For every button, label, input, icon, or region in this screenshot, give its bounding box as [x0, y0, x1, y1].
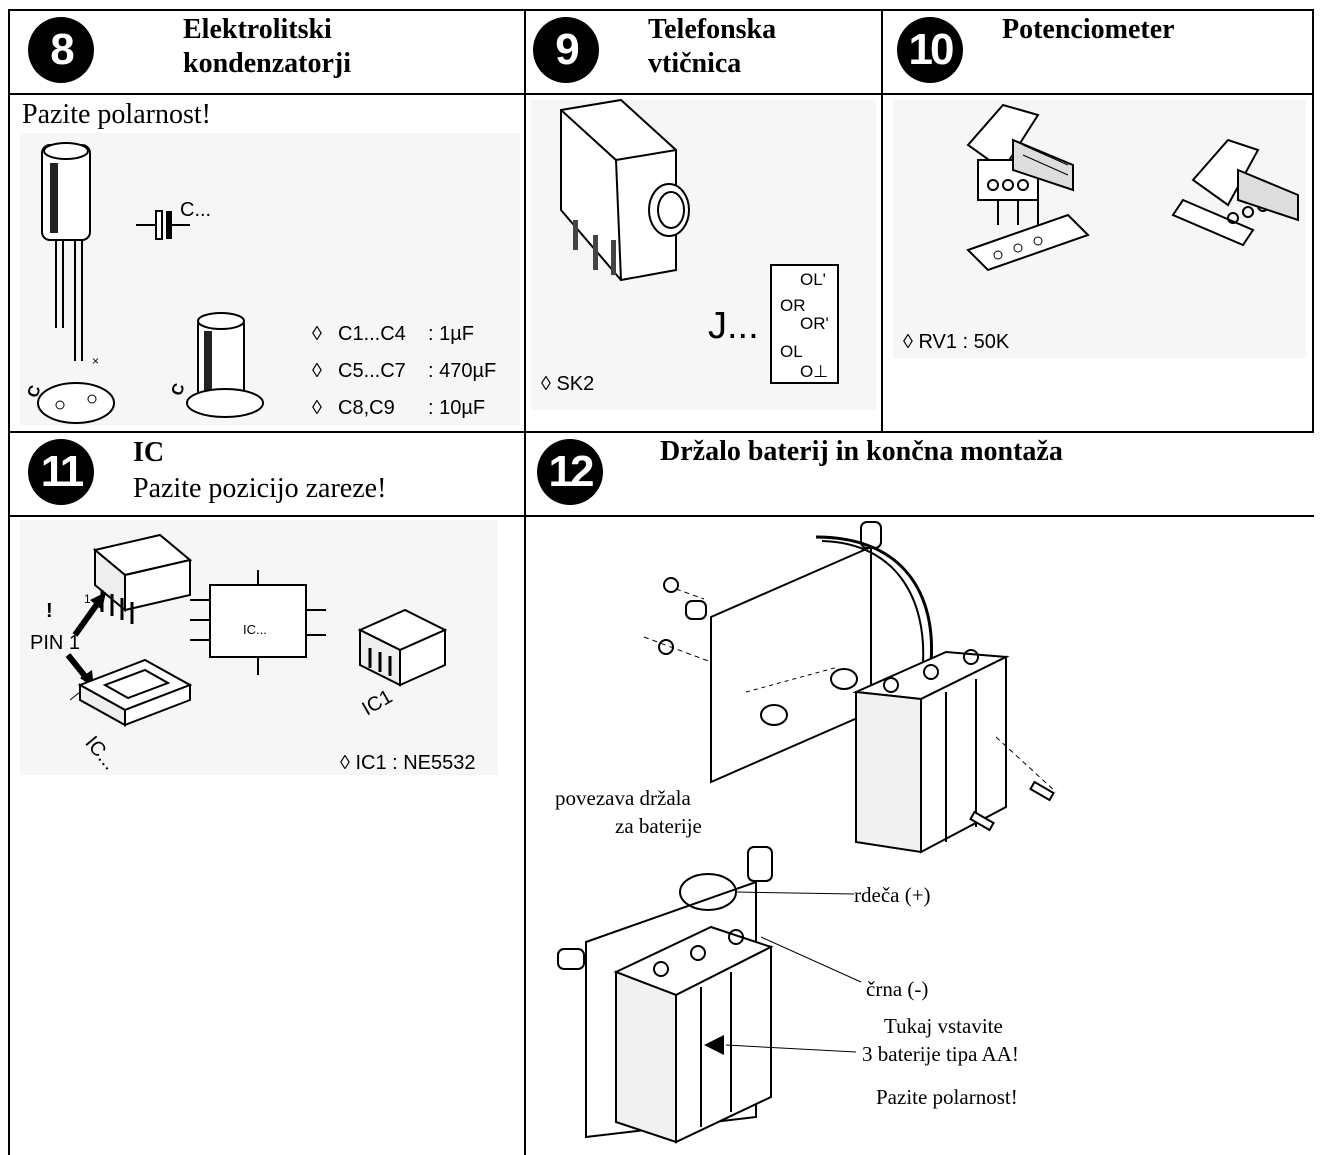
polarity-note-12: Pazite polarnost! — [876, 1085, 1018, 1109]
table-border-left — [8, 9, 10, 1155]
jack-pin-label: OR — [780, 296, 806, 315]
row-divider — [8, 515, 1314, 517]
connection-label-line1: povezava držala — [555, 786, 691, 810]
table-border-right — [1312, 9, 1314, 433]
polarity-note: Pazite polarnost! — [22, 99, 211, 130]
step-badge-8: 8 — [28, 17, 94, 83]
notch-note: Pazite pozicijo zareze! — [133, 473, 387, 504]
capacitor-illustration-bg — [20, 133, 520, 425]
column-divider — [524, 9, 526, 1155]
potentiometer-illustration — [966, 103, 1299, 272]
pin1-number: 1 — [84, 592, 91, 606]
insert-batteries-line2: 3 baterije tipa AA! — [862, 1042, 1019, 1066]
spec-ref: C1...C4 — [338, 323, 406, 345]
capacitor-illustration: × C C — [25, 142, 264, 424]
capacitor-symbol-label: C... — [180, 199, 212, 221]
red-wire-label: rdeča (+) — [854, 883, 931, 907]
spec-value: : 470µF — [428, 360, 497, 382]
pin1-label: PIN 1 — [30, 632, 81, 654]
spec-ref: C5...C7 — [338, 360, 406, 382]
connection-label-line2: za baterije — [615, 814, 702, 838]
jack-pin-label: O⊥ — [800, 362, 829, 381]
row-divider — [8, 431, 1314, 433]
pin1-exclamation: ! — [46, 600, 53, 622]
spec-mark: ◊ — [312, 397, 322, 419]
step-badge-11: 11 — [28, 439, 94, 505]
step-badge-12: 12 — [537, 439, 603, 505]
jack-spec: ◊ SK2 — [541, 373, 595, 395]
battery-holder-illustration — [557, 521, 1057, 1144]
ic-spec: ◊ IC1 : NE5532 — [340, 752, 476, 774]
jack-symbol-label: J... — [708, 305, 759, 347]
jack-pin-label: OR' — [800, 314, 829, 333]
ic-illustration — [65, 533, 448, 727]
jack-pin-label: OL' — [800, 270, 826, 289]
ic-schematic-label: IC... — [243, 622, 267, 637]
insert-batteries-line1: Tukaj vstavite — [884, 1014, 1003, 1038]
spec-ref: C8,C9 — [338, 397, 395, 419]
jack-pin-label: OL — [780, 342, 803, 361]
step-badge-9: 9 — [533, 17, 599, 83]
spec-value: : 10µF — [428, 397, 486, 419]
spec-mark: ◊ — [312, 360, 322, 382]
black-wire-label: črna (-) — [866, 977, 929, 1001]
svg-text:C: C — [169, 381, 189, 398]
row-divider — [8, 93, 1314, 95]
spec-mark: ◊ — [312, 323, 322, 345]
spec-value: : 1µF — [428, 323, 474, 345]
section-title-11: IC — [133, 437, 165, 468]
section-title-10: Potenciometer — [1002, 14, 1175, 45]
section-title-8: Elektrolitski kondenzatorji — [183, 14, 351, 79]
step-badge-10: 10 — [897, 17, 963, 83]
section-title-9: Telefonska vtičnica — [648, 14, 777, 79]
phone-jack-illustration — [560, 98, 839, 384]
table-border-top — [8, 9, 1314, 11]
pot-spec: ◊ RV1 : 50K — [903, 331, 1010, 353]
svg-text:×: × — [92, 354, 99, 368]
column-divider — [881, 9, 883, 433]
section-title-12: Držalo baterij in končna montaža — [660, 436, 1063, 467]
